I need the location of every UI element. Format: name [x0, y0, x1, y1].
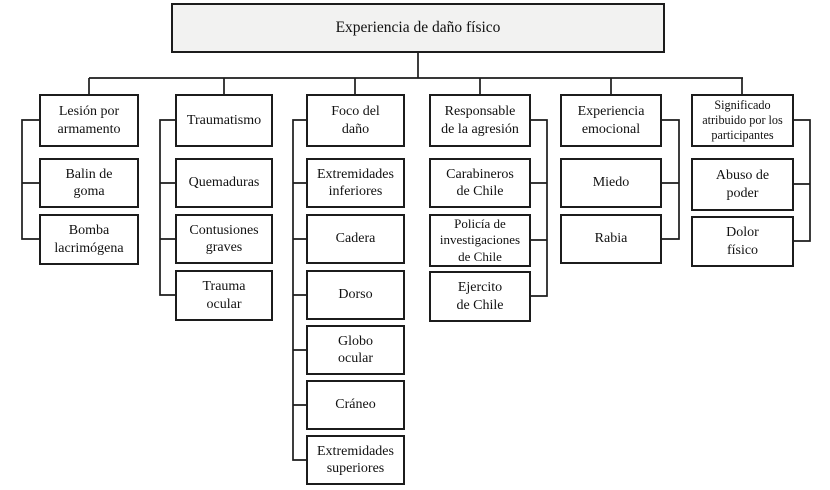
- node-lesion-por-armamento: Lesión por armamento: [39, 94, 139, 147]
- node-balin-de-goma: Balin de goma: [39, 158, 139, 208]
- node-extremidades-superiores: Extremidades superiores: [306, 435, 405, 485]
- node-significado-atribuido: Significado atribuido por los participan…: [691, 94, 794, 147]
- node-cadera: Cadera: [306, 214, 405, 264]
- node-globo-ocular: Globo ocular: [306, 325, 405, 375]
- bracket-col-3: [292, 119, 306, 461]
- node-rabia: Rabia: [560, 214, 662, 264]
- bracket-col-6: [794, 119, 811, 242]
- bracket-col-2: [159, 119, 175, 296]
- node-policia-investigaciones: Policía de investigaciones de Chile: [429, 214, 531, 267]
- root-branch-line: [88, 53, 743, 94]
- node-abuso-de-poder: Abuso de poder: [691, 158, 794, 211]
- node-miedo: Miedo: [560, 158, 662, 208]
- node-dorso: Dorso: [306, 270, 405, 320]
- node-traumatismo: Traumatismo: [175, 94, 273, 147]
- node-carabineros-de-chile: Carabineros de Chile: [429, 158, 531, 208]
- node-foco-del-dano: Foco del daño: [306, 94, 405, 147]
- node-bomba-lacrimogena: Bomba lacrimógena: [39, 214, 139, 265]
- node-quemaduras: Quemaduras: [175, 158, 273, 208]
- bracket-col-5: [662, 119, 680, 240]
- bracket-col-4: [531, 119, 548, 297]
- node-trauma-ocular: Trauma ocular: [175, 270, 273, 321]
- node-contusiones-graves: Contusiones graves: [175, 214, 273, 264]
- node-experiencia-emocional: Experiencia emocional: [560, 94, 662, 147]
- node-ejercito-de-chile: Ejercito de Chile: [429, 271, 531, 322]
- root-node: Experiencia de daño físico: [171, 3, 665, 53]
- bracket-col-1: [21, 119, 39, 240]
- node-craneo: Cráneo: [306, 380, 405, 430]
- node-dolor-fisico: Dolor físico: [691, 216, 794, 267]
- node-extremidades-inferiores: Extremidades inferiores: [306, 158, 405, 208]
- node-responsable-agresion: Responsable de la agresión: [429, 94, 531, 147]
